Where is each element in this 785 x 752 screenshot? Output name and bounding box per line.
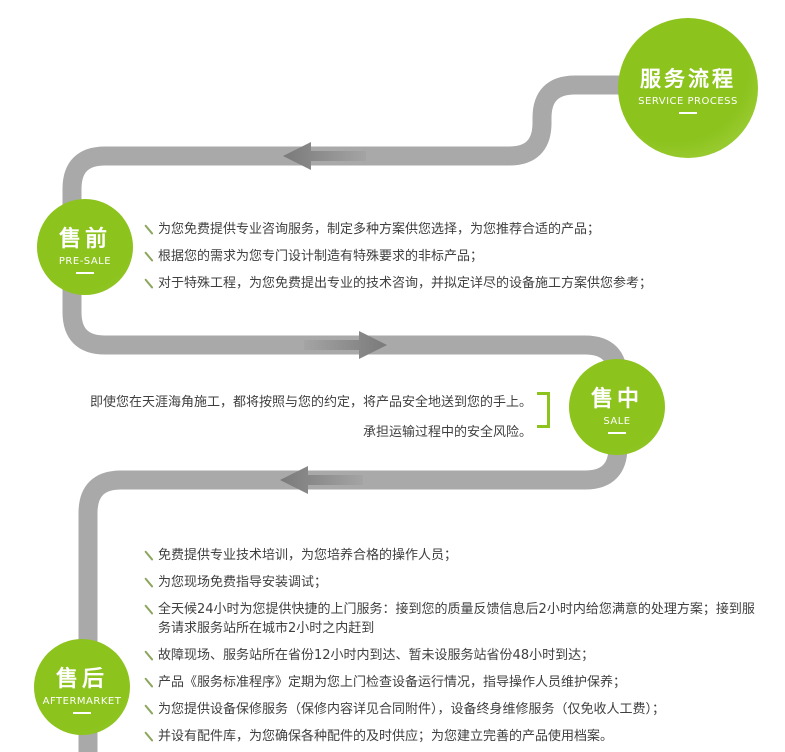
list-item: 产品《服务标准程序》定期为您上门检查设备运行情况，指导操作人员维护保养；	[142, 673, 767, 692]
tick-icon	[142, 647, 158, 663]
item-text: 为您免费提供专业咨询服务，制定多种方案供您选择，为您推荐合适的产品；	[158, 222, 601, 237]
item-text: 根据您的需求为您专门设计制造有特殊要求的非标产品；	[158, 249, 484, 264]
header-badge: 服务流程 SERVICE PROCESS	[618, 18, 758, 158]
item-text: 故障现场、服务站所在省份12小时内到达、暂未设服务站省份48小时到达；	[158, 648, 595, 663]
tick-icon	[142, 248, 158, 264]
tick-icon	[142, 547, 158, 563]
item-text: 为您提供设备保修服务（保修内容详见合同附件），设备终身维修服务（仅免收人工费）；	[158, 702, 666, 717]
tick-icon	[142, 674, 158, 690]
list-item: 对于特殊工程，为您免费提出专业的技术咨询，并拟定详尽的设备施工方案供您参考；	[142, 274, 770, 293]
flow-road	[62, 75, 665, 752]
list-item: 故障现场、服务站所在省份12小时内到达、暂未设服务站省份48小时到达；	[142, 646, 767, 665]
underline	[679, 111, 697, 114]
aftermarket-items: 免费提供专业技术培训，为您培养合格的操作人员； 为您现场免费指导安装调试； 全天…	[142, 546, 767, 752]
list-item: 并设有配件库，为您确保各种配件的及时供应；为您建立完善的产品使用档案。	[142, 727, 767, 746]
item-text: 产品《服务标准程序》定期为您上门检查设备运行情况，指导操作人员维护保养；	[158, 675, 627, 690]
stage-badge-sale: 售中 SALE	[569, 359, 665, 455]
list-item: 免费提供专业技术培训，为您培养合格的操作人员；	[142, 546, 767, 565]
list-item: 根据您的需求为您专门设计制造有特殊要求的非标产品；	[142, 247, 770, 266]
underline	[608, 431, 626, 434]
item-text: 承担运输过程中的安全风险。	[362, 425, 532, 440]
underline	[76, 271, 94, 274]
list-item: 为您提供设备保修服务（保修内容详见合同附件），设备终身维修服务（仅免收人工费）；	[142, 700, 767, 719]
arrow-left-icon	[280, 466, 363, 494]
sale-items: 即使您在天涯海角施工，都将按照与您的约定，将产品安全地送到您的手上。 承担运输过…	[90, 388, 532, 448]
item-text: 全天候24小时为您提供快捷的上门服务：接到您的质量反馈信息后2小时内给您满意的处…	[158, 602, 755, 636]
stage-badge-aftermarket: 售后 AFTERMARKET	[34, 639, 130, 735]
item-text: 并设有配件库，为您确保各种配件的及时供应；为您建立完善的产品使用档案。	[158, 729, 614, 744]
header-subtitle: SERVICE PROCESS	[638, 95, 738, 107]
tick-icon	[142, 275, 158, 291]
stage-title: 售中	[590, 386, 643, 412]
arrow-right-icon	[304, 331, 387, 359]
tick-icon	[142, 221, 158, 237]
bracket-icon	[537, 392, 550, 428]
item-text: 为您现场免费指导安装调试；	[158, 575, 328, 590]
list-item: 全天候24小时为您提供快捷的上门服务：接到您的质量反馈信息后2小时内给您满意的处…	[142, 600, 767, 638]
tick-icon	[142, 574, 158, 590]
stage-title: 售前	[58, 226, 111, 252]
list-item: 为您免费提供专业咨询服务，制定多种方案供您选择，为您推荐合适的产品；	[142, 220, 770, 239]
tick-icon	[142, 728, 158, 744]
stage-subtitle: SALE	[603, 415, 631, 427]
underline	[73, 711, 91, 714]
tick-icon	[142, 601, 158, 617]
pre-sale-items: 为您免费提供专业咨询服务，制定多种方案供您选择，为您推荐合适的产品； 根据您的需…	[142, 220, 770, 301]
item-text: 免费提供专业技术培训，为您培养合格的操作人员；	[158, 548, 458, 563]
stage-title: 售后	[55, 666, 108, 692]
list-item: 为您现场免费指导安装调试；	[142, 573, 767, 592]
item-text: 对于特殊工程，为您免费提出专业的技术咨询，并拟定详尽的设备施工方案供您参考；	[158, 276, 653, 291]
item-text: 即使您在天涯海角施工，都将按照与您的约定，将产品安全地送到您的手上。	[89, 395, 532, 410]
header-title: 服务流程	[640, 66, 736, 91]
stage-subtitle: PRE-SALE	[58, 255, 112, 267]
tick-icon	[142, 701, 158, 717]
stage-subtitle: AFTERMARKET	[42, 695, 122, 707]
stage-badge-pre-sale: 售前 PRE-SALE	[37, 199, 133, 295]
arrow-left-icon	[283, 142, 366, 170]
